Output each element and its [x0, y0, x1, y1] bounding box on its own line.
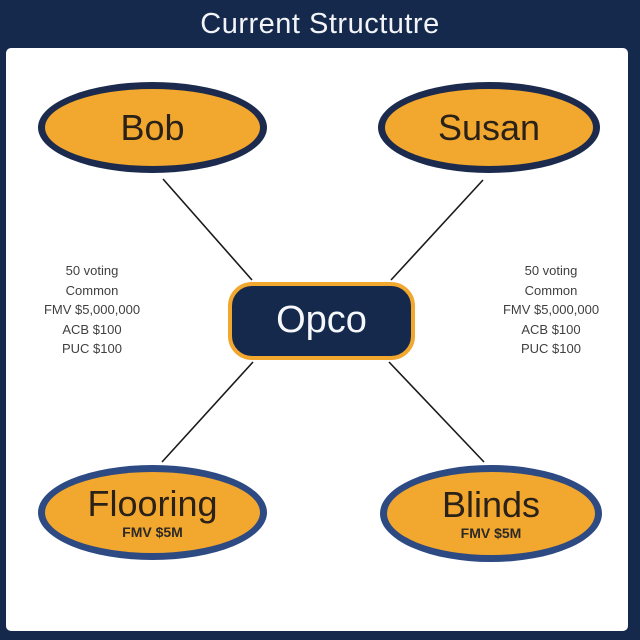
node-bob: Bob [38, 82, 267, 173]
node-blinds: Blinds FMV $5M [380, 465, 602, 562]
annotation-line: ACB $100 [521, 321, 581, 337]
node-susan-label: Susan [437, 106, 541, 148]
annotation-line: Common [524, 282, 578, 298]
node-blinds-fmv: FMV $5M [460, 524, 522, 541]
title-bar: Current Structutre [0, 0, 640, 48]
node-opco: Opco [228, 282, 415, 360]
page-title: Current Structutre [200, 7, 440, 40]
annotation-line: Common [65, 282, 119, 298]
right-shareholding-annotation: 50 voting Common FMV $5,000,000 ACB $100… [469, 261, 633, 359]
annotation-line: PUC $100 [521, 341, 581, 356]
node-flooring-fmv: FMV $5M [122, 523, 183, 540]
annotation-line: PUC $100 [62, 341, 122, 356]
annotation-line: 50 voting [524, 263, 578, 278]
annotation-line: FMV $5,000,000 [502, 302, 600, 317]
node-opco-label: Opco [276, 299, 367, 342]
node-bob-label: Bob [120, 106, 185, 148]
annotation-line: FMV $5,000,000 [43, 302, 141, 317]
annotation-line: ACB $100 [62, 321, 122, 337]
node-flooring: Flooring FMV $5M [38, 465, 267, 560]
node-flooring-label: Flooring [87, 483, 218, 525]
node-susan: Susan [378, 82, 600, 173]
left-shareholding-annotation: 50 voting Common FMV $5,000,000 ACB $100… [10, 261, 174, 359]
node-blinds-label: Blinds [441, 484, 541, 526]
annotation-line: 50 voting [65, 263, 119, 278]
